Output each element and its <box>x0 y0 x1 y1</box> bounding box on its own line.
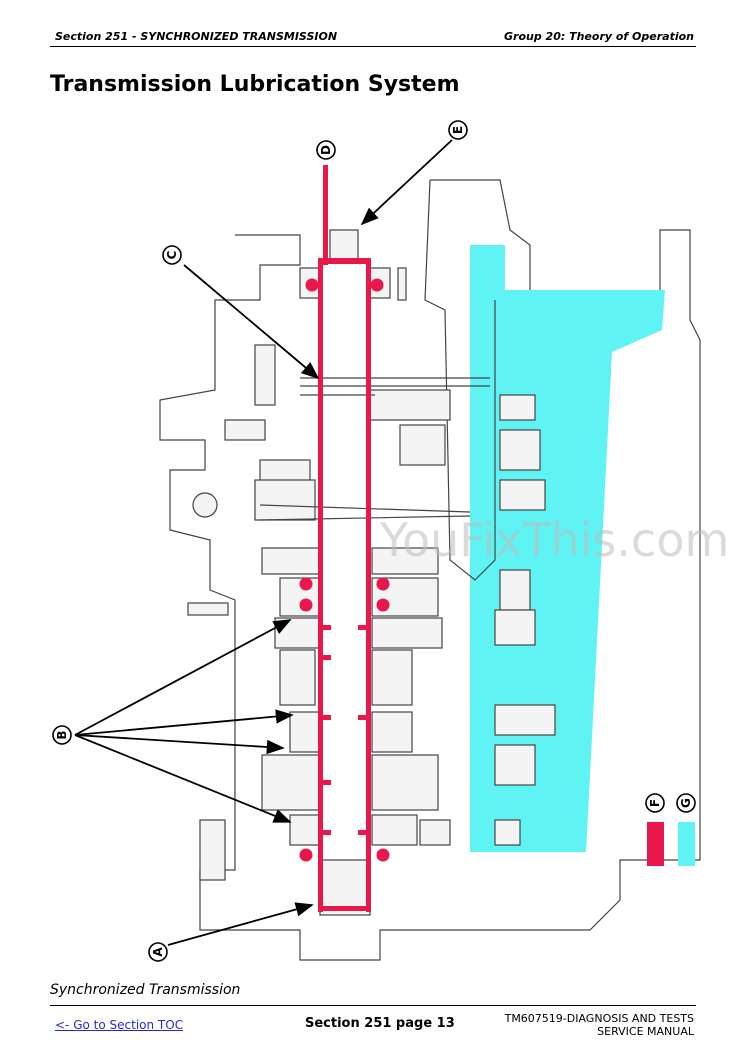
callout-b: B <box>52 725 72 745</box>
manual-id: TM607519-DIAGNOSIS AND TESTS SERVICE MAN… <box>505 1012 694 1038</box>
svg-text:C: C <box>165 250 179 259</box>
leader-c <box>183 264 320 380</box>
go-to-section-toc-link[interactable]: <- Go to Section TOC <box>55 1018 184 1032</box>
callout-a: A <box>148 942 168 962</box>
header-section: Section 251 - SYNCHRONIZED TRANSMISSION <box>55 30 338 43</box>
svg-text:D: D <box>319 145 333 155</box>
svg-text:F: F <box>648 799 662 807</box>
manual-line-1: TM607519-DIAGNOSIS AND TESTS <box>504 1012 694 1025</box>
header-group: Group 20: Theory of Operation <box>504 30 694 43</box>
figure-caption: Synchronized Transmission <box>50 982 241 998</box>
svg-text:E: E <box>451 126 465 134</box>
svg-text:B: B <box>55 730 69 739</box>
footer-rule <box>50 1005 696 1006</box>
page-title: Transmission Lubrication System <box>50 72 460 97</box>
leader-e <box>360 139 453 226</box>
legend-swatch-f <box>647 822 664 866</box>
callout-e: E <box>448 120 468 140</box>
watermark: YouFixThis.com <box>379 513 729 567</box>
callout-g: G <box>676 793 696 813</box>
leader-a <box>167 902 314 946</box>
legend-swatch-g <box>678 822 695 866</box>
callout-c: C <box>162 245 182 265</box>
header-rule <box>50 46 696 47</box>
svg-text:G: G <box>679 798 693 808</box>
page-number: Section 251 page 13 <box>305 1016 455 1031</box>
callout-f: F <box>645 793 665 813</box>
manual-line-2: SERVICE MANUAL <box>597 1025 694 1038</box>
lube-passage-f <box>299 165 390 912</box>
leaders-b <box>74 619 294 823</box>
callout-d: D <box>316 140 336 160</box>
svg-text:A: A <box>151 947 165 957</box>
